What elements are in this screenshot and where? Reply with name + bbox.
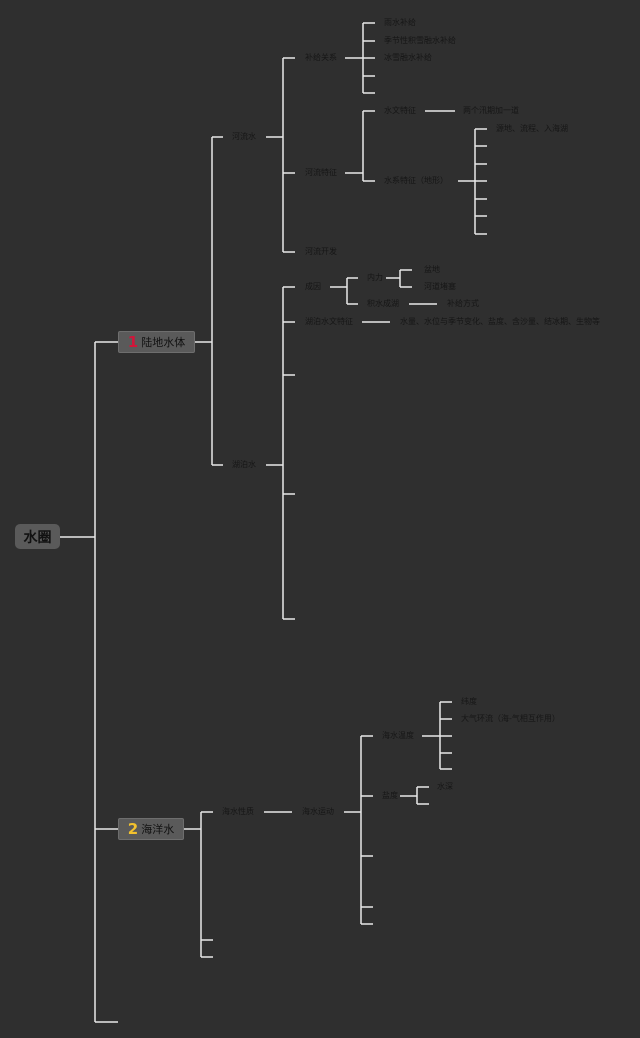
- node-latitude[interactable]: 纬度: [461, 697, 477, 706]
- node-river-dev[interactable]: 河流开发: [305, 247, 337, 256]
- node-accum[interactable]: 积水成湖: [367, 299, 399, 308]
- node-lake-hydro-note[interactable]: 水量、水位与季节变化、盐度、含沙量、结冰期、生物等: [400, 317, 600, 326]
- node-inner-force[interactable]: 内力: [367, 273, 383, 282]
- node-blockage[interactable]: 河道堵塞: [424, 282, 456, 291]
- node-supply-item[interactable]: 冰雪融水补给: [384, 53, 432, 62]
- node-label: 陆地水体: [141, 336, 186, 349]
- node-land-water[interactable]: 1 陆地水体: [118, 331, 195, 353]
- node-basin[interactable]: 盆地: [424, 265, 440, 274]
- node-river[interactable]: 河流水: [232, 132, 256, 141]
- node-salinity[interactable]: 盐度: [382, 791, 398, 800]
- node-hydro-features[interactable]: 水文特征: [384, 106, 416, 115]
- node-label: 海洋水: [141, 823, 175, 836]
- node-lake-hydro[interactable]: 湖泊水文特征: [305, 317, 353, 326]
- node-depth[interactable]: 水深: [437, 782, 453, 791]
- node-supply[interactable]: 补给关系: [305, 53, 337, 62]
- priority-1-icon: 1: [127, 333, 139, 351]
- node-sea-motion[interactable]: 海水运动: [302, 807, 334, 816]
- node-circulation[interactable]: 大气环流（海-气相互作用）: [461, 714, 560, 723]
- node-supply-item[interactable]: 雨水补给: [384, 18, 416, 27]
- node-system-features[interactable]: 水系特征（地形）: [384, 176, 448, 185]
- node-lake[interactable]: 湖泊水: [232, 460, 256, 469]
- priority-2-icon: 2: [127, 820, 139, 838]
- root-node[interactable]: 水圈: [15, 524, 60, 549]
- node-sea-temp[interactable]: 海水温度: [382, 731, 414, 740]
- node-system-note[interactable]: 源地、流程、入海湖: [496, 124, 568, 133]
- node-river-features[interactable]: 河流特征: [305, 168, 337, 177]
- node-ocean-water[interactable]: 2 海洋水: [118, 818, 184, 840]
- node-sea-property[interactable]: 海水性质: [222, 807, 254, 816]
- node-accum-note[interactable]: 补给方式: [447, 299, 479, 308]
- node-supply-item[interactable]: 季节性积雪融水补给: [384, 36, 456, 45]
- node-origin[interactable]: 成因: [305, 282, 321, 291]
- node-hydro-note[interactable]: 两个汛期加一道: [463, 106, 519, 115]
